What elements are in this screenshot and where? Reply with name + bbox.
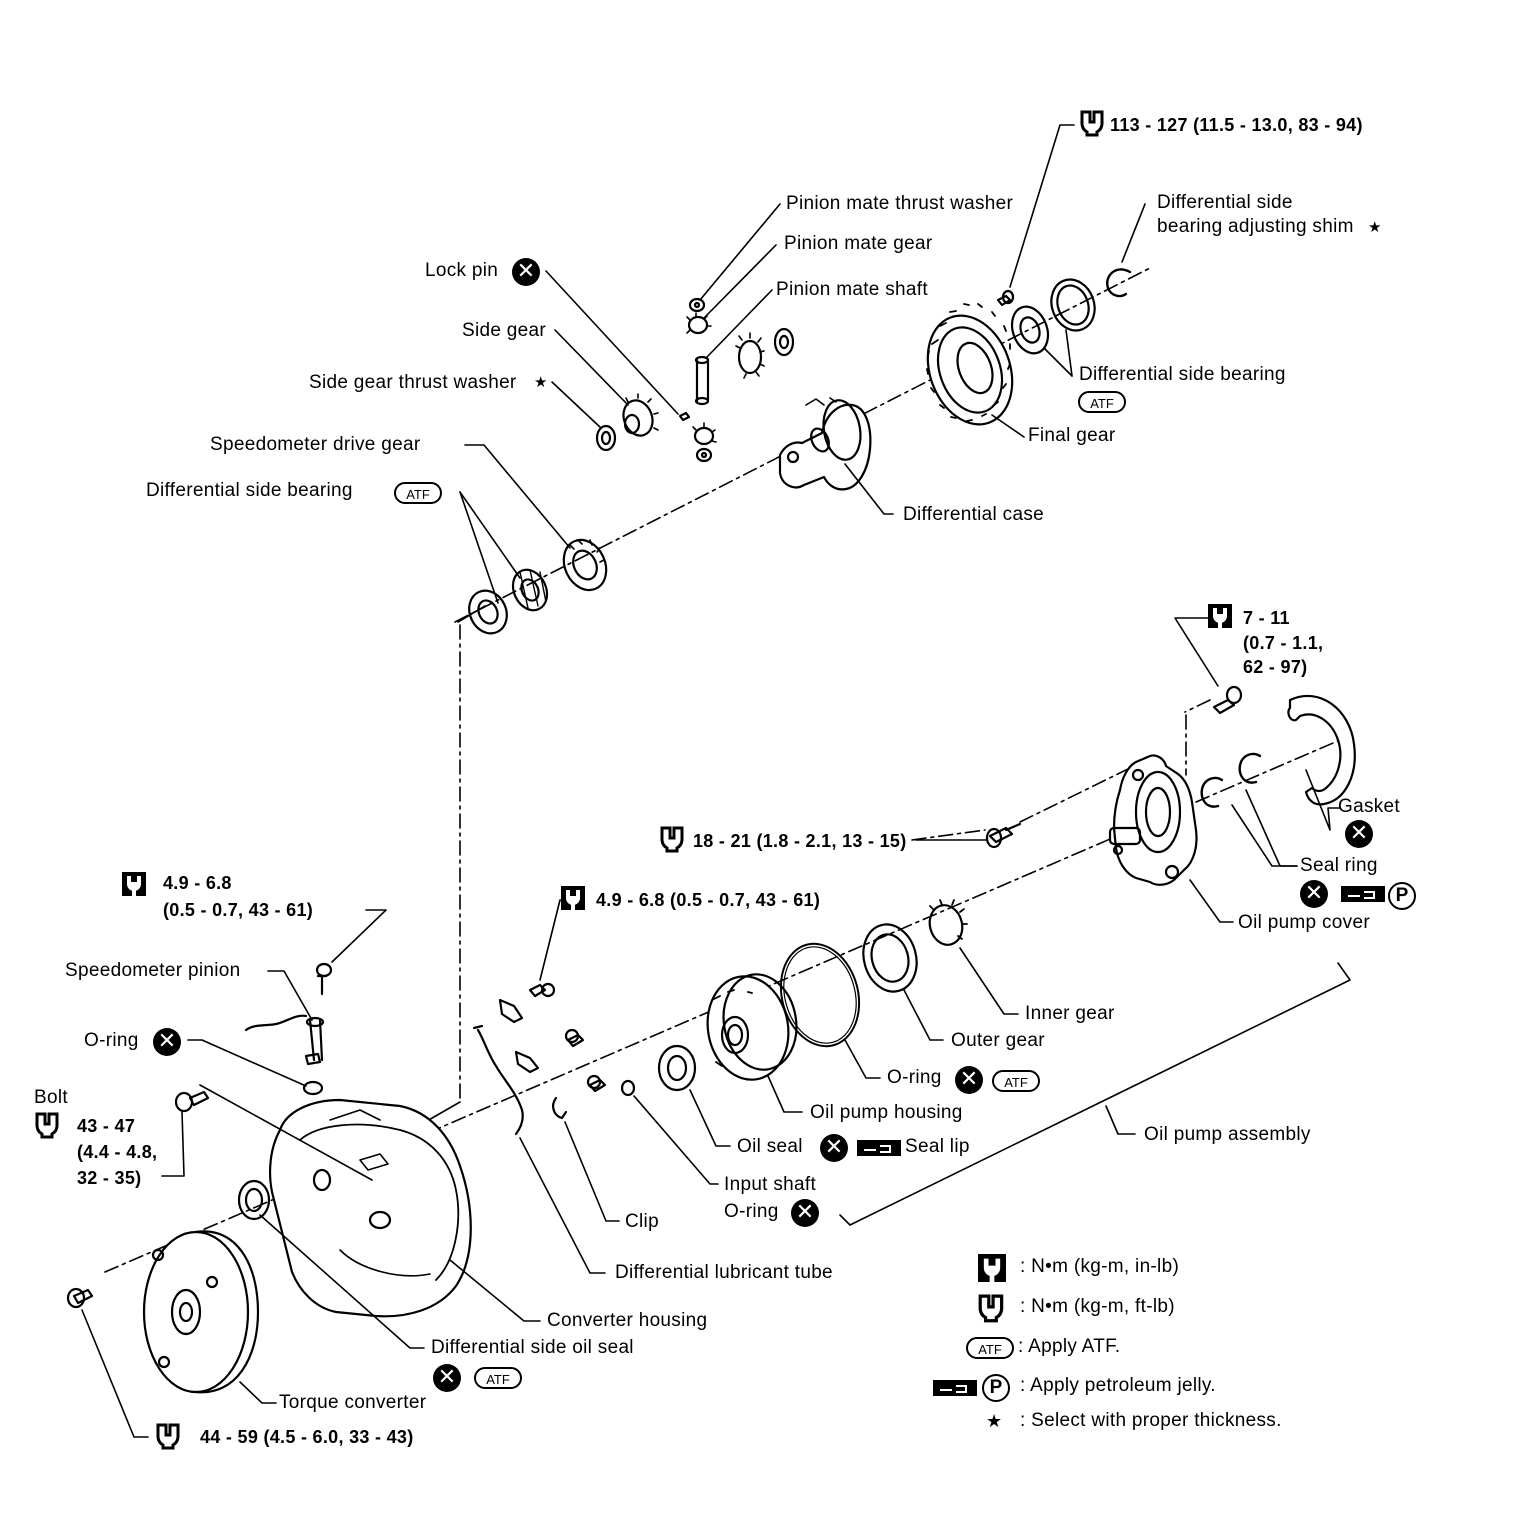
legend-wrench-in-lb-icon: [976, 1252, 1008, 1284]
legend-petroleum-jelly-icon: [932, 1378, 978, 1398]
label-converter-housing: Converter housing: [547, 1310, 708, 1331]
replace-diff-side-oil-seal-icon: ✕: [433, 1364, 461, 1392]
atf-icon-diff-side-oil-seal: ATF: [474, 1367, 522, 1389]
wrench-ft-lb-icon-pump-cover: [660, 826, 684, 853]
replace-gasket-icon: ✕: [1345, 820, 1373, 848]
torque-pump-cover-small-2: (0.7 - 1.1,: [1243, 633, 1324, 653]
label-input-shaft-1: Input shaft: [724, 1174, 817, 1195]
label-seal-ring: Seal ring: [1300, 855, 1378, 876]
legend-apply-atf: : Apply ATF.: [1018, 1336, 1121, 1357]
star-shim: ★: [1368, 219, 1382, 236]
wrench-in-lb-icon-speedo: [120, 870, 148, 898]
label-o-ring-pump: O-ring: [887, 1067, 942, 1088]
torque-speedo-bolt-2: (0.5 - 0.7, 43 - 61): [163, 900, 314, 920]
label-shim-line1: Differential side: [1157, 192, 1293, 213]
label-bolt: Bolt: [34, 1087, 68, 1108]
torque-final-gear-bolt: 113 - 127 (11.5 - 13.0, 83 - 94): [1110, 115, 1363, 135]
torque-converter-bolt: 44 - 59 (4.5 - 6.0, 33 - 43): [200, 1427, 414, 1447]
label-differential-side-bearing-right: Differential side bearing: [1079, 364, 1286, 385]
label-outer-gear: Outer gear: [951, 1030, 1045, 1051]
replace-lock-pin-icon: ✕: [512, 258, 540, 286]
label-pinion-mate-shaft: Pinion mate shaft: [776, 279, 928, 300]
label-differential-lubricant-tube: Differential lubricant tube: [615, 1262, 833, 1283]
replace-o-ring-pump-icon: ✕: [955, 1066, 983, 1094]
legend-wrench-ft-lb-icon: [978, 1294, 1004, 1323]
wrench-in-lb-icon-tube-bracket: [559, 884, 587, 912]
label-oil-pump-assembly: Oil pump assembly: [1144, 1124, 1311, 1145]
label-gasket: Gasket: [1338, 796, 1400, 817]
legend-atf-icon: ATF: [966, 1337, 1014, 1359]
label-side-gear: Side gear: [462, 320, 547, 341]
torque-housing-bolt-1: 43 - 47: [77, 1116, 136, 1136]
torque-pump-cover-small-3: 62 - 97): [1243, 657, 1308, 677]
petroleum-jelly-icon-seal-lip: [856, 1138, 902, 1158]
atf-icon-side-bearing-right: ATF: [1078, 391, 1126, 413]
label-pinion-mate-thrust-washer: Pinion mate thrust washer: [786, 193, 1014, 214]
legend-nm-ftlb: : N•m (kg-m, ft-lb): [1020, 1296, 1175, 1317]
label-lock-pin: Lock pin: [425, 260, 499, 281]
label-differential-side-bearing-left: Differential side bearing: [146, 480, 353, 501]
label-oil-pump-cover: Oil pump cover: [1238, 912, 1370, 933]
label-differential-side-oil-seal: Differential side oil seal: [431, 1337, 634, 1358]
label-final-gear: Final gear: [1028, 425, 1116, 446]
label-shim-line2: bearing adjusting shim: [1157, 216, 1354, 237]
torque-speedo-bolt-1: 4.9 - 6.8: [163, 873, 232, 893]
wrench-ft-lb-icon-final-gear: [1080, 110, 1104, 137]
petroleum-jelly-icon-seal-ring: [1340, 884, 1386, 904]
legend-star: ★: [986, 1411, 1003, 1431]
replace-o-ring-speedo-icon: ✕: [153, 1028, 181, 1056]
label-seal-lip: Seal lip: [905, 1136, 970, 1157]
label-oil-seal: Oil seal: [737, 1136, 803, 1157]
label-torque-converter: Torque converter: [279, 1392, 427, 1413]
torque-pump-cover-small-1: 7 - 11: [1243, 608, 1290, 628]
replace-seal-ring-icon: ✕: [1300, 880, 1328, 908]
label-inner-gear: Inner gear: [1025, 1003, 1115, 1024]
label-oil-pump-housing: Oil pump housing: [810, 1102, 963, 1123]
legend-petroleum-icon: P: [982, 1374, 1010, 1402]
torque-pump-cover-bolt: 18 - 21 (1.8 - 2.1, 13 - 15): [693, 831, 907, 851]
wrench-ft-lb-icon-housing: [35, 1112, 59, 1139]
atf-icon-side-bearing-left: ATF: [394, 482, 442, 504]
label-side-gear-thrust-washer: Side gear thrust washer: [309, 372, 517, 393]
label-input-shaft-2: O-ring: [724, 1201, 779, 1222]
label-speedometer-drive-gear: Speedometer drive gear: [210, 434, 421, 455]
legend-nm-inlb: : N•m (kg-m, in-lb): [1020, 1256, 1180, 1277]
label-speedometer-pinion: Speedometer pinion: [65, 960, 241, 981]
label-differential-case: Differential case: [903, 504, 1044, 525]
label-o-ring-speedo: O-ring: [84, 1030, 139, 1051]
torque-housing-bolt-3: 32 - 35): [77, 1168, 142, 1188]
replace-input-shaft-o-ring-icon: ✕: [791, 1199, 819, 1227]
atf-icon-o-ring-pump: ATF: [992, 1070, 1040, 1092]
legend-select: : Select with proper thickness.: [1020, 1410, 1282, 1431]
wrench-ft-lb-icon-converter: [156, 1423, 180, 1450]
torque-housing-bolt-2: (4.4 - 4.8,: [77, 1142, 158, 1162]
petroleum-icon-seal-ring: P: [1388, 882, 1416, 910]
replace-oil-seal-icon: ✕: [820, 1134, 848, 1162]
wrench-in-lb-icon-pump-cover: [1206, 602, 1234, 630]
label-pinion-mate-gear: Pinion mate gear: [784, 233, 933, 254]
torque-tube-bracket-bolt: 4.9 - 6.8 (0.5 - 0.7, 43 - 61): [596, 890, 821, 910]
label-clip: Clip: [625, 1211, 659, 1232]
legend-apply-jelly: : Apply petroleum jelly.: [1020, 1375, 1216, 1396]
star-side-gear-thrust-washer: ★: [534, 374, 548, 391]
